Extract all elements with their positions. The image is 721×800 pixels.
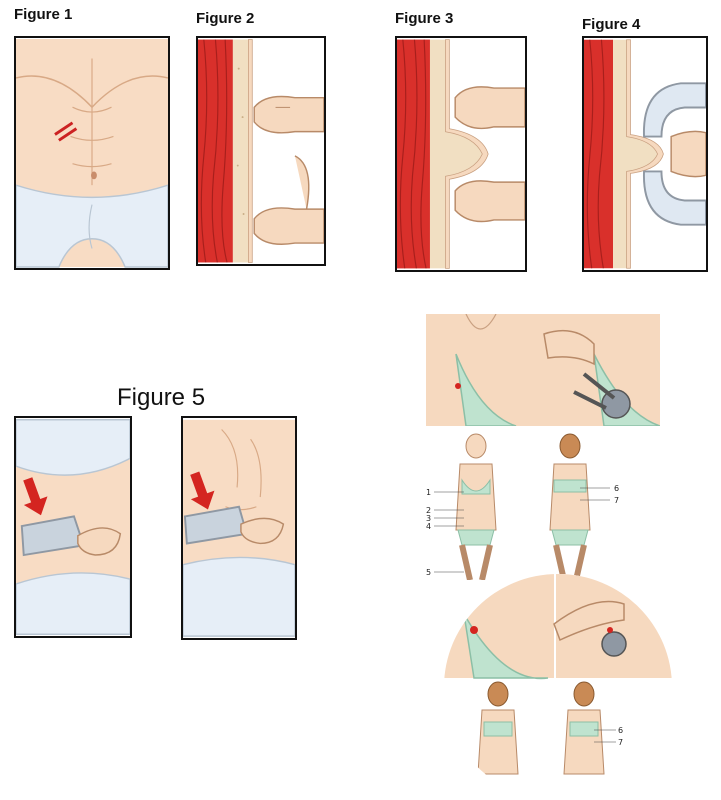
back-figure [549,433,591,580]
figure-1-panel [14,36,170,270]
fingers [670,130,706,178]
figure-5-right-panel [181,416,297,640]
underwear [16,572,130,635]
hand [77,527,122,556]
finger-top [253,95,324,134]
figure-5-left-panel [14,416,132,638]
shoulder-front-panel [426,314,534,426]
figure-2-panel [196,36,326,266]
figure-5-label: Figure 5 [117,384,206,411]
red-arrow-icon [190,471,215,510]
navel [91,171,97,180]
skin-fold-illustration [397,39,525,269]
site-marker-6-small: 6 [618,726,623,735]
pinch-site-marker [54,121,78,142]
figure-4-label: Figure 4 [582,16,641,33]
fat-fold [429,39,483,269]
thumb-bottom [253,155,324,246]
caliper-jaws [643,82,706,226]
front-figure [455,433,497,580]
site-marker-7-small: 7 [618,738,623,747]
caliper-measurement-illustration [584,39,706,269]
caliper-front-illustration [16,419,130,635]
caliper [601,631,627,657]
back-figure-small [563,681,605,775]
bra [455,353,517,426]
caliper-side-illustration [183,419,295,637]
shoulder-caliper-panel [534,314,660,426]
underwear [16,184,168,268]
finger-top [454,86,525,130]
site-marker-3: 3 [426,514,431,523]
site-marker-7: 7 [614,496,619,505]
abdomen-illustration [16,39,168,268]
underwear [183,556,295,637]
hand [240,517,285,545]
skin-layer-illustration [198,39,324,263]
front-figure-small [477,681,519,775]
figure-4-panel [582,36,708,272]
site-marker-2: 2 [426,506,431,515]
figure-1-label: Figure 1 [14,6,73,23]
measurement-site-marker [470,626,478,634]
measurement-site-marker [455,383,461,389]
site-marker-6: 6 [614,484,619,493]
top-garment [16,419,130,476]
caliper [573,372,631,419]
red-arrow-icon [23,477,48,516]
magnified-circle-panel: 6 7 [444,574,672,800]
figure-3-label: Figure 3 [395,10,454,27]
figure-3-panel [395,36,527,272]
site-marker-1: 1 [426,488,431,497]
hand [543,329,595,366]
thumb-bottom [454,180,525,223]
site-marker-5: 5 [426,568,431,577]
figure-2-label: Figure 2 [196,10,255,27]
body-sites-upper-panel: 1 2 3 4 5 6 7 [420,430,640,580]
fat-layer [232,39,249,263]
site-marker-4: 4 [426,522,431,531]
